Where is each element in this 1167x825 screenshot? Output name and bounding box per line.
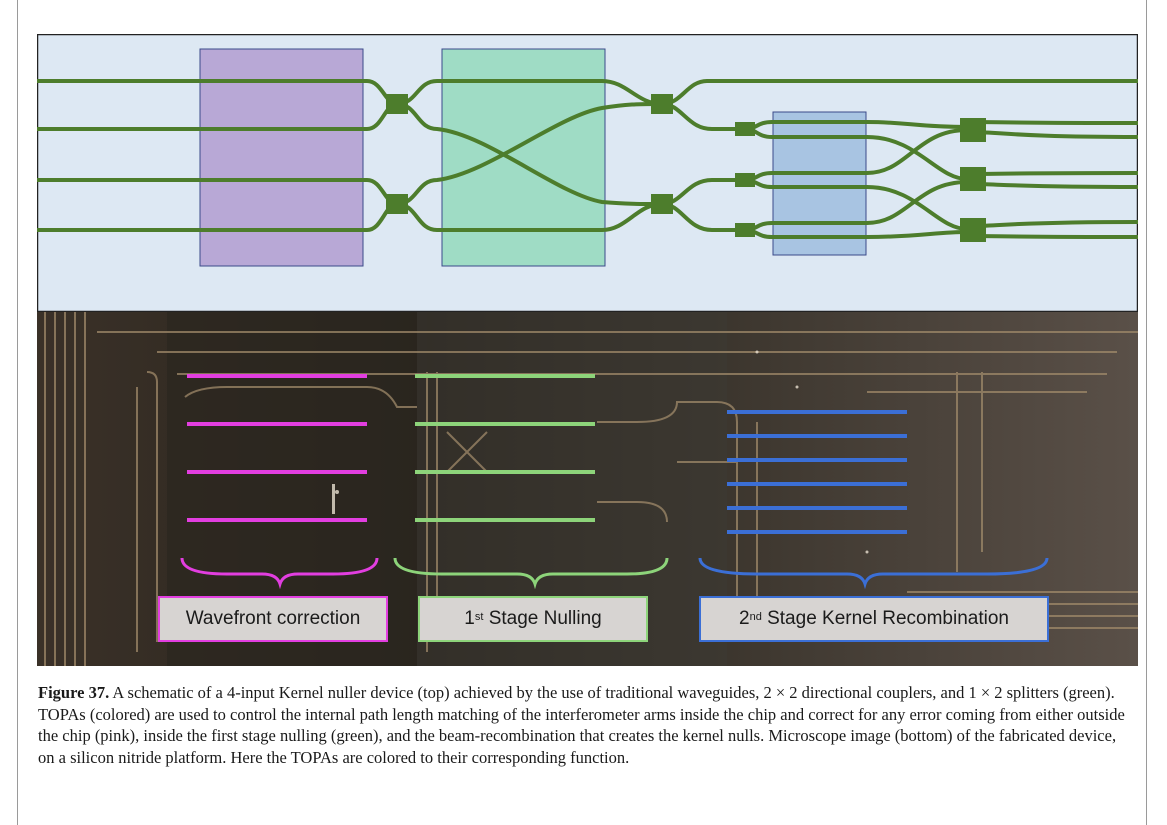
blue-brace bbox=[698, 557, 1049, 590]
splitter-1 bbox=[735, 122, 755, 136]
coupler-4 bbox=[651, 194, 673, 214]
coupler-3 bbox=[651, 94, 673, 114]
wavefront-correction-label: Wavefront correction bbox=[158, 596, 388, 642]
green-topas bbox=[415, 374, 595, 522]
blue-topas bbox=[727, 410, 907, 534]
green-brace bbox=[393, 557, 669, 590]
topa-block-second-stage bbox=[772, 111, 867, 256]
splitter-3 bbox=[735, 223, 755, 237]
kernel-coupler-2 bbox=[960, 167, 986, 191]
kernel-coupler-1 bbox=[960, 118, 986, 142]
kernel-nuller-schematic bbox=[37, 34, 1138, 312]
figure-label: Figure 37. bbox=[38, 683, 110, 702]
couplers bbox=[386, 94, 986, 242]
splitter-2 bbox=[735, 173, 755, 187]
pink-brace bbox=[180, 557, 379, 590]
coupler-2 bbox=[386, 194, 408, 214]
figure-frame bbox=[17, 0, 1147, 825]
coupler-1 bbox=[386, 94, 408, 114]
pink-topas bbox=[187, 374, 367, 522]
caption-text: A schematic of a 4-input Kernel nuller d… bbox=[38, 683, 1125, 767]
kernel-coupler-3 bbox=[960, 218, 986, 242]
figure-caption: Figure 37. A schematic of a 4-input Kern… bbox=[38, 682, 1128, 768]
